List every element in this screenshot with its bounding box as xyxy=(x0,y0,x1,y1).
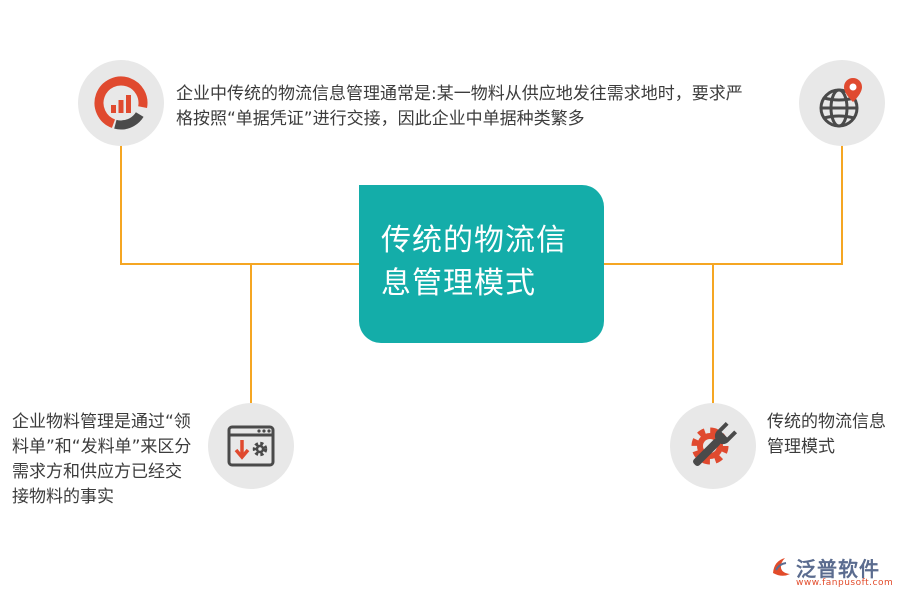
globe-location-icon xyxy=(819,78,862,128)
node-top-left xyxy=(78,60,164,146)
brand-name: 泛普软件 xyxy=(796,557,880,581)
node-bottom-left xyxy=(208,403,294,489)
brand-logo: 泛普软件 www.fanpusoft.com xyxy=(770,553,894,593)
pie-chart-icon xyxy=(94,76,148,130)
bottom-right-text: 传统的物流信息管理模式 xyxy=(767,412,886,457)
gear-wrench-icon xyxy=(691,421,738,466)
center-title: 传统的物流信息管理模式 xyxy=(381,223,567,301)
download-settings-window-icon xyxy=(227,425,275,467)
center-title-box: 传统的物流信息管理模式 xyxy=(359,185,604,343)
bottom-left-text: 企业物料管理是通过“领料单”和“发料单”来区分需求方和供应方已经交接物料的事实 xyxy=(12,412,192,507)
connector-right xyxy=(604,144,843,265)
brand-mark-icon xyxy=(773,558,790,576)
top-left-text: 企业中传统的物流信息管理通常是:某一物料从供应地发往需求地时，要求严格按照“单据… xyxy=(176,84,743,129)
node-top-right xyxy=(799,60,885,146)
connector-left xyxy=(120,144,359,265)
brand-url: www.fanpusoft.com xyxy=(796,578,894,588)
node-bottom-right xyxy=(670,403,756,489)
